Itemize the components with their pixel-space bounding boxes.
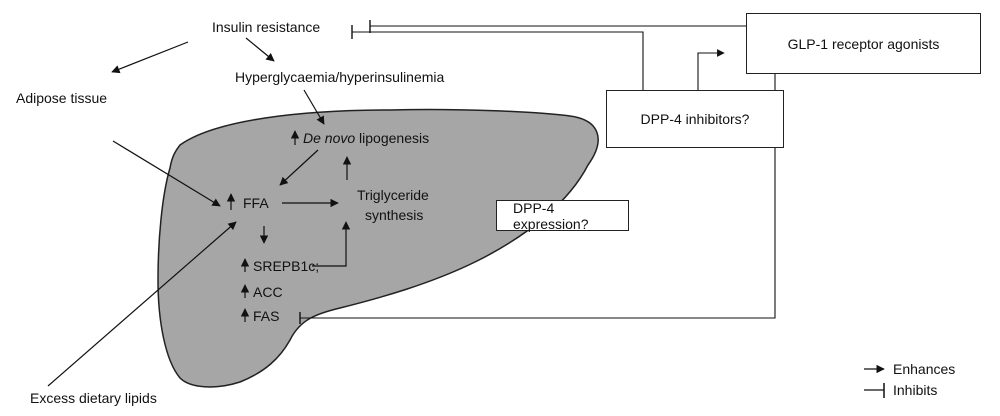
legend-inhibits-label: Inhibits (893, 382, 938, 398)
node-adipose-tissue: Adipose tissue (16, 90, 108, 106)
dpp4-inhibitors-text: DPP-4 inhibitors? (640, 111, 750, 127)
liver-shape (157, 108, 599, 388)
node-dpp4-inhibitors-box: DPP-4 inhibitors? (606, 90, 784, 148)
node-insulin-resistance: Insulin resistance (212, 19, 321, 35)
arrow-dpp4-to-glp1 (697, 49, 725, 90)
glp1-agonists-text: GLP-1 receptor agonists (787, 35, 940, 52)
arrow-hyperglycaemia-to-denovo (303, 89, 325, 125)
arrow-denovo-to-ffa (279, 149, 319, 186)
inhibit-line-dpp4-insulin (352, 31, 644, 90)
node-fas: FAS (253, 308, 280, 324)
legend-enhances-label: Enhances (893, 361, 956, 377)
inhibit-line-glp1-fas (300, 74, 776, 319)
lipogenesis-text: lipogenesis (355, 130, 430, 146)
arrow-adipose-to-ffa (112, 140, 221, 207)
dpp4-expression-text: DPP-4 expression? (513, 199, 589, 232)
arrow-srebp-to-triglyceride (312, 221, 351, 267)
node-glp1-agonists-box: GLP-1 receptor agonists (746, 13, 981, 74)
node-acc: ACC (253, 284, 283, 300)
node-hyperglycaemia: Hyperglycaemia/hyperinsulinemia (235, 69, 445, 85)
arrow-insulin-to-adipose (111, 41, 189, 74)
node-ffa: FFA (243, 195, 269, 211)
node-triglyceride-line1: Triglyceride (357, 187, 429, 203)
arrow-lipids-to-ffa (47, 221, 237, 387)
arrow-insulin-to-hyperglycaemia (245, 37, 275, 62)
node-dpp4-expression-box: DPP-4 expression? (496, 199, 629, 232)
node-triglyceride-line2: synthesis (365, 207, 424, 223)
node-excess-dietary-lipids: Excess dietary lipids (30, 390, 157, 406)
de-novo-italic: De novo (303, 130, 356, 146)
node-srebp1c: SREPB1c; (253, 258, 320, 274)
node-de-novo-lipogenesis: De novo lipogenesis (303, 130, 429, 147)
